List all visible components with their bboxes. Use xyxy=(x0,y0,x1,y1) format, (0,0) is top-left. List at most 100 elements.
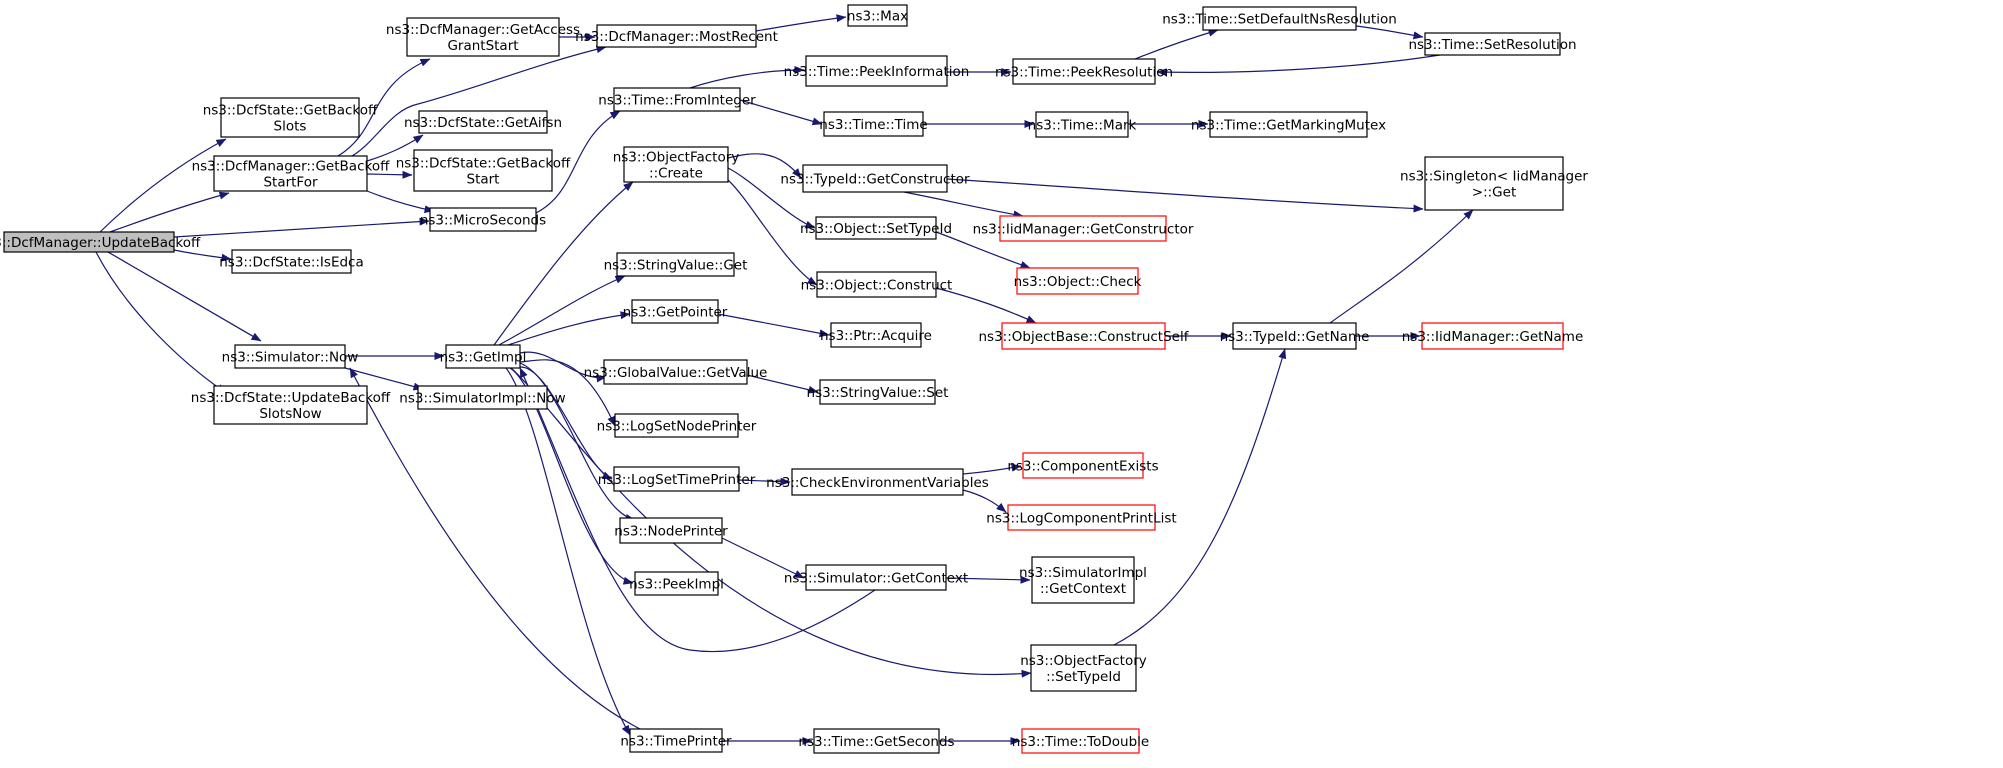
node-SimNow[interactable]: ns3::Simulator::Now xyxy=(222,344,359,369)
edge-FromInteger-to-PeekInformation xyxy=(689,66,805,89)
node-StringValueGet[interactable]: ns3::StringValue::Get xyxy=(604,252,748,277)
edge-GetImpl-to-PeekImpl xyxy=(509,367,634,585)
node-GetAifsn[interactable]: ns3::DcfState::GetAifsn xyxy=(404,110,562,134)
node-ToDouble[interactable]: ns3::Time::ToDouble xyxy=(1012,728,1149,754)
node-label: ns3::DcfState::GetBackoff xyxy=(396,156,571,172)
node-SimImplGetContext[interactable]: ns3::SimulatorImpl::GetContext xyxy=(1019,556,1147,604)
node-label: ns3::DcfManager::UpdateBackoff xyxy=(0,235,201,251)
node-box xyxy=(823,111,924,137)
node-box xyxy=(418,110,548,134)
node-TimePrinter[interactable]: ns3::TimePrinter xyxy=(620,728,732,753)
node-GetMarkingMutex[interactable]: ns3::Time::GetMarkingMutex xyxy=(1191,111,1386,138)
node-label: ns3::Time::Time xyxy=(819,117,927,133)
node-TimeGetSeconds[interactable]: ns3::Time::GetSeconds xyxy=(798,728,955,754)
node-box xyxy=(847,4,908,27)
node-SimGetContext[interactable]: ns3::Simulator::GetContext xyxy=(784,564,968,591)
node-box xyxy=(1424,156,1564,211)
node-OFSetTypeId[interactable]: ns3::ObjectFactory::SetTypeId xyxy=(1020,644,1147,692)
node-GetConstructor[interactable]: ns3::TypeId::GetConstructor xyxy=(780,164,970,193)
node-OFCreate[interactable]: ns3::ObjectFactory::Create xyxy=(613,146,740,183)
node-Max[interactable]: ns3::Max xyxy=(847,4,908,27)
node-label: ns3::ObjectBase::ConstructSelf xyxy=(979,329,1190,345)
node-box xyxy=(603,359,748,385)
edge-ObjectSetTypeId-to-ObjectCheck xyxy=(935,231,1031,269)
node-label: ns3::Time::SetResolution xyxy=(1408,37,1576,53)
node-UpdateBackoff[interactable]: ns3::DcfManager::UpdateBackoff xyxy=(0,231,201,253)
node-StringValueSet[interactable]: ns3::StringValue::Set xyxy=(807,379,949,405)
edge-TypeIdGetName-to-SingletonGet xyxy=(1329,209,1474,324)
node-ConstructSelf[interactable]: ns3::ObjectBase::ConstructSelf xyxy=(979,322,1190,350)
node-box xyxy=(1424,32,1561,56)
node-label: ns3::LogSetNodePrinter xyxy=(597,419,757,435)
node-CheckEnv[interactable]: ns3::CheckEnvironmentVariables xyxy=(766,468,989,496)
node-FromInteger[interactable]: ns3::Time::FromInteger xyxy=(598,87,756,112)
edge-GetBackoffStartFor-to-GetAifsn xyxy=(366,134,424,162)
node-LogSetNodePrinter[interactable]: ns3::LogSetNodePrinter xyxy=(597,413,757,438)
node-label: ns3::Time::ToDouble xyxy=(1012,734,1149,750)
node-label: ns3::Time::GetMarkingMutex xyxy=(1191,118,1386,134)
node-label: ns3::Object::SetTypeId xyxy=(800,221,952,237)
node-NodePrinter[interactable]: ns3::NodePrinter xyxy=(614,517,728,544)
node-label: ns3::TypeId::GetConstructor xyxy=(780,172,970,188)
node-box xyxy=(1202,6,1357,31)
node-box xyxy=(1030,644,1137,692)
edge-SetDefaultNs-to-SetResolution xyxy=(1355,25,1424,40)
node-label: ns3::DcfManager::MostRecent xyxy=(575,29,778,45)
edge-GetImpl-to-OFCreate xyxy=(493,181,634,346)
node-LogSetTimePrinter[interactable]: ns3::LogSetTimePrinter xyxy=(598,466,756,492)
node-SingletonGet[interactable]: ns3::Singleton< IidManager >::Get xyxy=(1400,156,1588,211)
node-SetResolution[interactable]: ns3::Time::SetResolution xyxy=(1408,32,1577,56)
node-box xyxy=(802,164,948,193)
node-PtrAcquire[interactable]: ns3::Ptr::Acquire xyxy=(820,322,932,348)
node-PeekResolution[interactable]: ns3::Time::PeekResolution xyxy=(995,58,1173,85)
node-TypeIdGetName[interactable]: ns3::TypeId::GetName xyxy=(1220,322,1370,350)
edge-UpdateBackoff-to-GetBackoffSlots xyxy=(99,138,227,233)
node-label: ns3::Max xyxy=(847,9,908,25)
node-ObjectCheck[interactable]: ns3::Object::Check xyxy=(1014,267,1142,295)
node-label: ns3::Object::Construct xyxy=(801,278,953,294)
node-LogComponentPrintList[interactable]: ns3::LogComponentPrintList xyxy=(986,504,1177,531)
node-box xyxy=(213,155,368,192)
node-MostRecent[interactable]: ns3::DcfManager::MostRecent xyxy=(575,24,778,48)
node-IidGetConstructor[interactable]: ns3::IidManager::GetConstructor xyxy=(973,215,1194,242)
edge-OFSetTypeId-to-TypeIdGetName xyxy=(1113,348,1287,646)
edge-GetBackoffStartFor-to-MicroSeconds xyxy=(366,190,435,214)
node-box xyxy=(613,466,740,492)
edge-GetImpl-to-GetPointer xyxy=(507,311,631,346)
node-box xyxy=(805,55,948,87)
node-GlobalValueGetValue[interactable]: ns3::GlobalValue::GetValue xyxy=(584,359,768,385)
edge-SetResolution-to-PeekResolution xyxy=(1156,54,1441,77)
node-SimImplNow[interactable]: ns3::SimulatorImpl::Now xyxy=(399,385,566,410)
node-TimeTime[interactable]: ns3::Time::Time xyxy=(819,111,928,137)
node-label: ns3::Ptr::Acquire xyxy=(820,328,932,344)
node-label: ns3::DcfState::GetBackoff xyxy=(203,103,378,119)
node-label: ns3::LogSetTimePrinter xyxy=(598,472,756,488)
node-label: ns3::Time::PeekResolution xyxy=(995,65,1173,81)
node-GetImpl[interactable]: ns3::GetImpl xyxy=(440,344,527,369)
node-ObjectSetTypeId[interactable]: ns3::Object::SetTypeId xyxy=(800,216,952,240)
node-box xyxy=(1035,111,1129,138)
node-GetPointer[interactable]: ns3::GetPointer xyxy=(623,299,728,324)
node-SetDefaultNs[interactable]: ns3::Time::SetDefaultNsResolution xyxy=(1162,6,1397,31)
edge-CheckEnv-to-ComponentExists xyxy=(962,463,1022,475)
node-box xyxy=(634,571,719,596)
node-IidGetName[interactable]: ns3::IidManager::GetName xyxy=(1402,322,1584,350)
node-label: ns3::GetImpl xyxy=(440,350,527,366)
node-ObjectConstruct[interactable]: ns3::Object::Construct xyxy=(801,271,953,298)
edge-SimGetContext-to-SimImplGetContext xyxy=(945,575,1031,584)
edge-GlobalValueGetValue-to-StringValueSet xyxy=(746,374,819,394)
node-TimeMark[interactable]: ns3::Time::Mark xyxy=(1028,111,1137,138)
node-IsEdca[interactable]: ns3::DcfState::IsEdca xyxy=(219,249,364,274)
node-box xyxy=(413,149,553,192)
edge-OFCreate-to-GetConstructor xyxy=(727,153,802,179)
node-label: GrantStart xyxy=(447,38,518,54)
node-ComponentExists[interactable]: ns3::ComponentExists xyxy=(1007,452,1159,479)
node-PeekImpl[interactable]: ns3::PeekImpl xyxy=(629,571,724,596)
node-MicroSeconds[interactable]: ns3::MicroSeconds xyxy=(420,207,546,232)
node-PeekInformation[interactable]: ns3::Time::PeekInformation xyxy=(784,55,970,87)
